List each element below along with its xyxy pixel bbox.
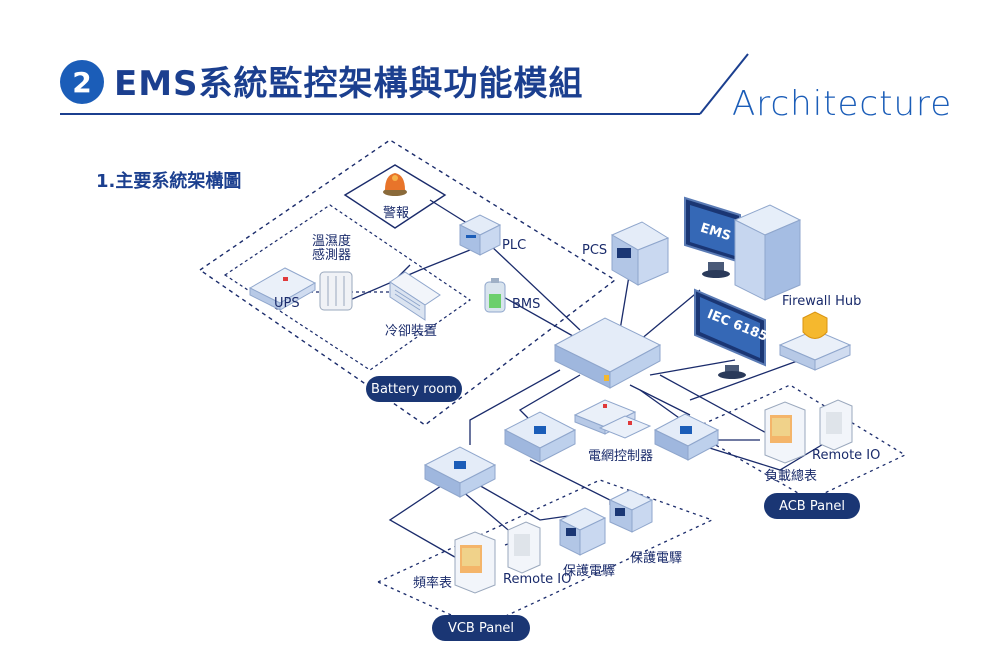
load-meter-icon <box>764 401 806 464</box>
page-subtitle-en: Architecture <box>732 84 953 124</box>
main-switch-icon <box>553 317 662 389</box>
page-title: EMS系統監控架構與功能模組 <box>114 64 584 104</box>
freq-meter-icon <box>454 531 496 594</box>
alarm-frame <box>343 164 447 229</box>
label-relay-1: 保護電驛 <box>563 564 616 579</box>
cooling-unit-icon <box>389 271 441 321</box>
label-alarm: 警報 <box>383 206 410 221</box>
vcb-panel-zone <box>376 479 714 629</box>
label-freq-meter: 頻率表 <box>413 576 453 591</box>
label-remote-io-acb: Remote IO <box>812 448 881 463</box>
header-slash <box>699 53 749 115</box>
temp-sensor-icon <box>319 271 353 311</box>
switch-right-icon <box>653 413 720 461</box>
label-load-meter: 負載總表 <box>765 469 818 484</box>
label-power-controller: 電網控制器 <box>588 449 654 464</box>
label-bms: BMS <box>512 297 541 312</box>
section-number-badge: 2 <box>60 60 104 104</box>
switch-left-icon <box>423 446 497 498</box>
label-temp-sensor: 溫濕度 感測器 <box>312 234 352 263</box>
battery-room-zone <box>198 139 617 426</box>
power-controller-icon <box>573 399 652 439</box>
remote-io-vcb-icon <box>507 521 541 574</box>
page-header: 2 EMS系統監控架構與功能模組 Architecture <box>0 0 988 140</box>
label-cooling: 冷卻裝置 <box>385 324 438 339</box>
battery-inner-zone <box>223 204 472 371</box>
iec-monitor-icon <box>694 288 766 379</box>
bms-battery-icon <box>484 278 506 313</box>
firewall-hub-icon <box>778 311 852 371</box>
ups-device-icon <box>248 267 317 311</box>
switch-center-icon <box>503 411 577 463</box>
relay-2-icon <box>608 489 654 533</box>
battery-room-pill: Battery room <box>366 376 462 402</box>
vcb-panel-pill: VCB Panel <box>432 615 530 641</box>
label-ups: UPS <box>274 296 300 311</box>
label-firewall: Firewall Hub <box>782 294 862 309</box>
pcs-device-icon <box>610 221 670 286</box>
remote-io-acb-icon <box>819 399 853 451</box>
alarm-icon <box>383 173 407 196</box>
label-pcs: PCS <box>582 243 608 258</box>
label-relay-2: 保護電驛 <box>630 551 683 566</box>
label-remote-io-vcb: Remote IO <box>503 572 572 587</box>
section-title: 1.主要系統架構圖 <box>96 171 242 192</box>
label-plc: PLC <box>502 238 527 253</box>
ems-workstation-icon <box>684 196 802 301</box>
relay-1-icon <box>558 507 607 556</box>
acb-panel-pill: ACB Panel <box>764 493 860 519</box>
plc-device-icon <box>458 214 502 256</box>
